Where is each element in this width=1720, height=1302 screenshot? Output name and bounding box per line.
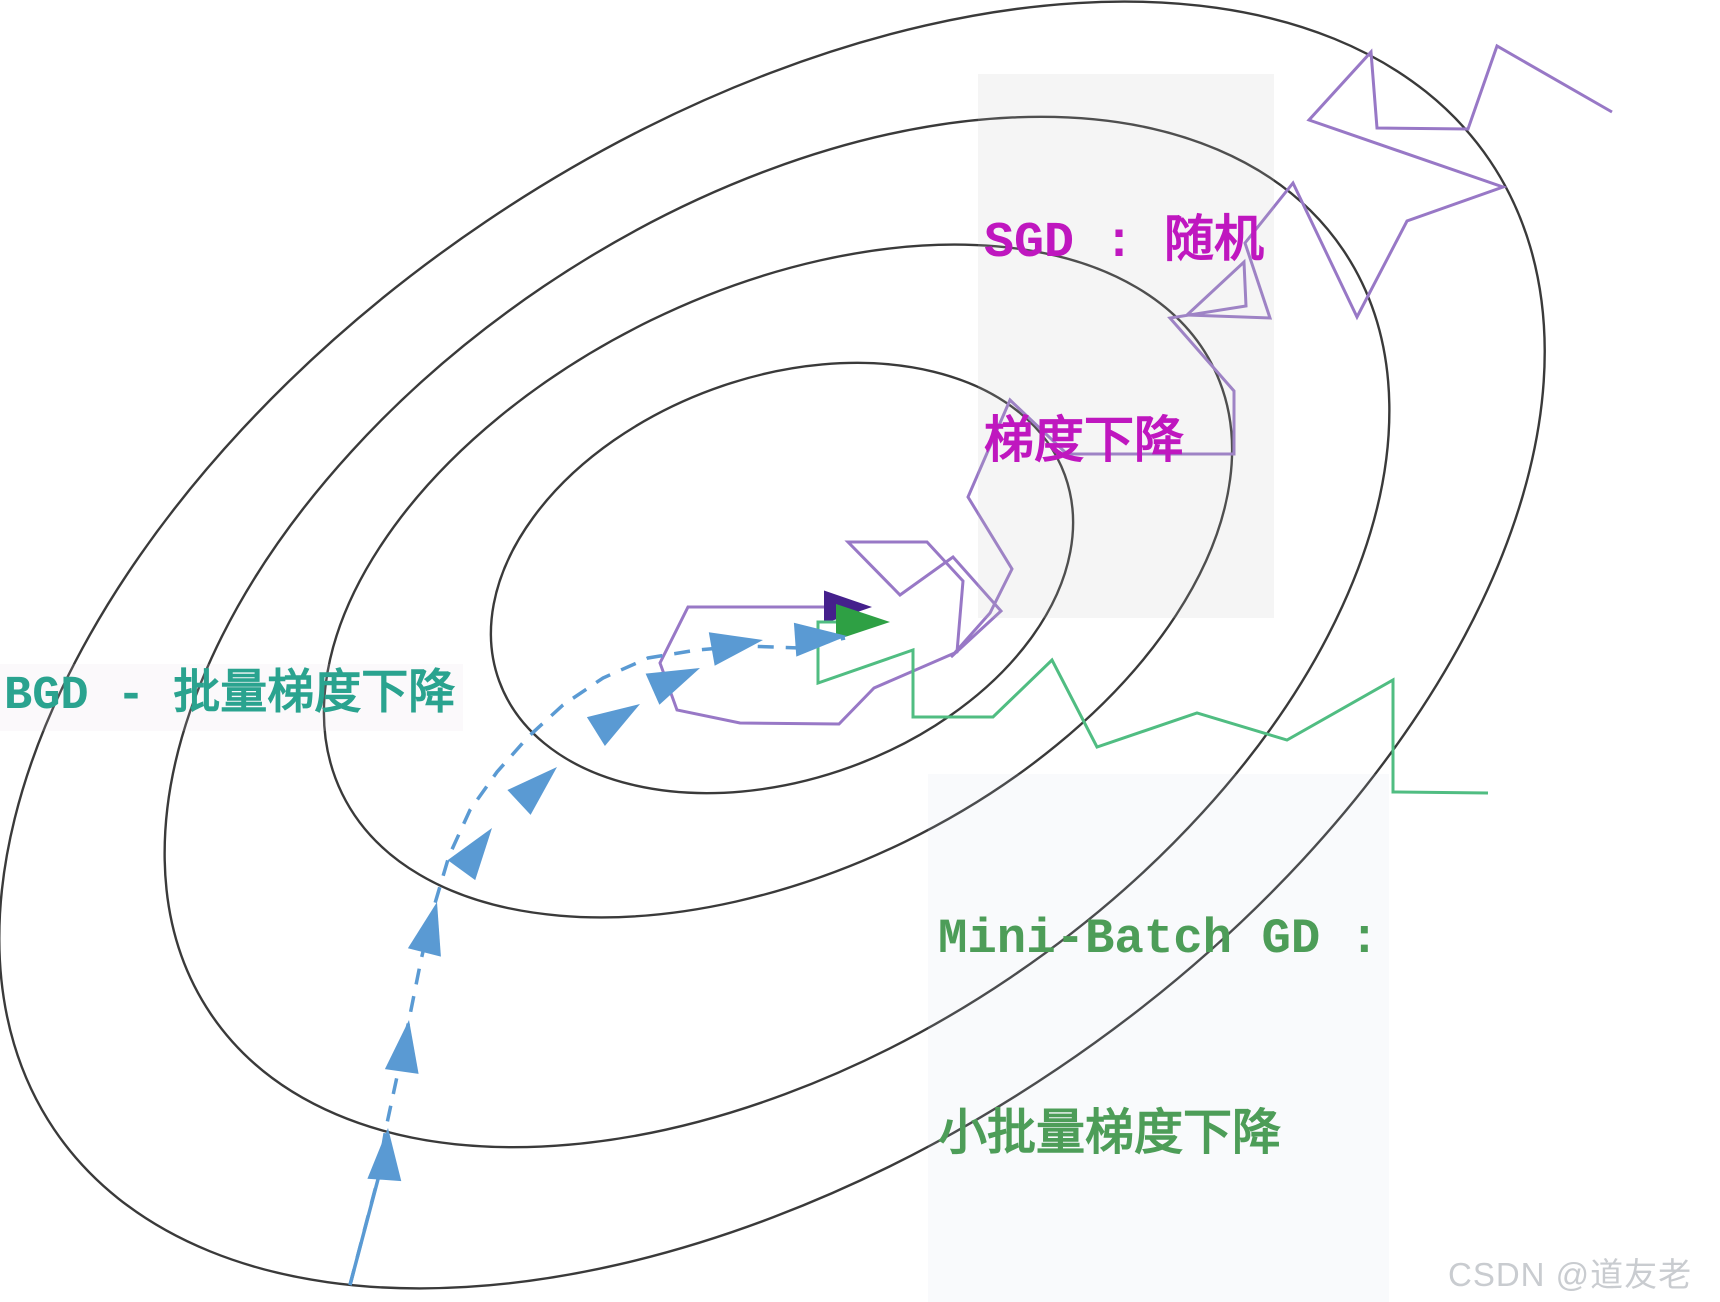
bgd-path: [348, 622, 847, 1286]
bgd-arrowhead-9: [793, 622, 847, 657]
label-minibatch-line1: Mini-Batch GD :: [938, 911, 1380, 968]
bgd-arrowhead-5: [507, 767, 557, 815]
contour-ellipse-3: [163, 115, 1391, 1149]
bgd-arrowhead-1: [367, 1128, 402, 1182]
bgd-arrowhead-4: [447, 828, 492, 881]
bgd-dashed-polyline: [348, 636, 846, 1286]
label-minibatch-line2: 小批量梯度下降: [938, 1108, 1282, 1165]
bgd-arrowhead-7: [645, 668, 700, 705]
bgd-arrowhead-6: [586, 704, 640, 746]
contour-ellipse-1: [489, 361, 1075, 795]
watermark: CSDN @道友老李: [1448, 1256, 1693, 1293]
bgd-arrowhead-3: [407, 902, 441, 957]
label-minibatch: Mini-Batch GD : 小批量梯度下降: [928, 774, 1390, 1302]
minibatch-path: [816, 604, 1489, 795]
label-sgd-line1: SGD : 随机: [984, 215, 1265, 272]
minibatch-arrowhead: [836, 604, 890, 640]
minibatch-polyline: [816, 620, 1489, 795]
bgd-arrowhead-2: [384, 1020, 419, 1074]
bgd-arrowhead-8: [708, 632, 763, 666]
label-sgd: SGD : 随机 梯度下降: [978, 74, 1275, 618]
label-sgd-line2: 梯度下降: [984, 416, 1184, 473]
sgd-polyline: [658, 43, 1613, 726]
bgd-solid-tail: [348, 1167, 383, 1286]
label-bgd: BGD - 批量梯度下降: [0, 664, 464, 731]
